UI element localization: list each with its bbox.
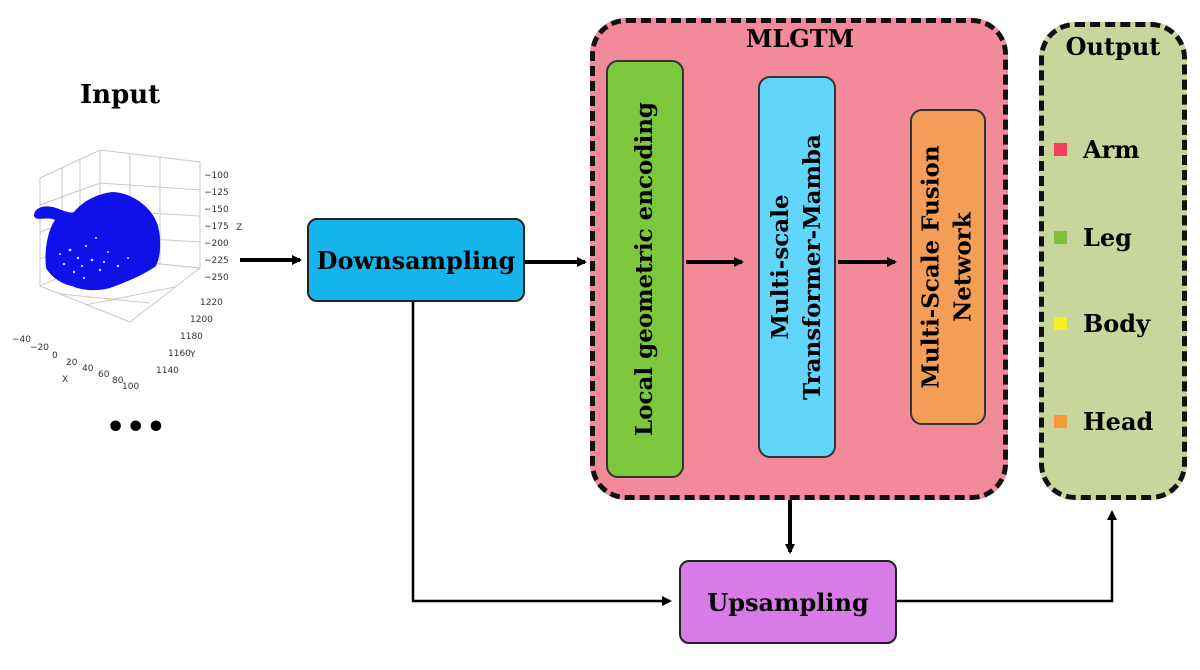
x-tick: 80 (112, 376, 124, 386)
body-swatch (1054, 316, 1067, 330)
local-geometric-encoding-block: Local geometric encoding (606, 60, 684, 478)
downsampling-label: Downsampling (316, 245, 516, 275)
legend-item-head: Head (1054, 406, 1153, 436)
legend-label-leg: Leg (1083, 222, 1132, 252)
local-encoding-label: Local geometric encoding (631, 101, 659, 437)
mamba-label-line2: Transformer-Mamba (799, 134, 826, 400)
legend-item-arm: Arm (1054, 134, 1140, 164)
more-inputs-ellipsis: ••• (106, 410, 167, 445)
downsampling-block: Downsampling (307, 218, 525, 302)
z-tick: −100 (204, 171, 229, 181)
y-axis-label: Y (189, 350, 196, 360)
x-tick: 40 (82, 364, 94, 374)
z-tick: −150 (204, 205, 229, 215)
arrow-upsampling-to-output (897, 510, 1117, 603)
x-tick: 20 (66, 358, 78, 368)
multi-scale-fusion-block: Multi-Scale Fusion Network (910, 109, 986, 425)
legend-label-head: Head (1083, 406, 1154, 436)
arm-swatch (1054, 142, 1067, 156)
z-tick: −225 (204, 256, 229, 266)
legend-label-arm: Arm (1083, 134, 1140, 164)
z-tick: −175 (204, 222, 229, 232)
fusion-label-line2: Network (950, 212, 977, 322)
y-tick: 1140 (156, 366, 179, 376)
legend-label-body: Body (1083, 308, 1151, 338)
transformer-mamba-block: Multi-scale Transformer-Mamba (758, 76, 836, 458)
output-title: Output (1065, 32, 1161, 61)
mlgtm-title: MLGTM (745, 24, 855, 53)
point-cloud (34, 192, 161, 291)
head-swatch (1054, 414, 1067, 428)
legend-item-leg: Leg (1054, 222, 1132, 252)
z-tick: −125 (204, 188, 229, 198)
x-tick: −40 (12, 335, 31, 345)
input-point-cloud-plot: −100 −125 −150 −175 −200 −225 −250 Z 122… (12, 150, 242, 390)
mamba-label-line1: Multi-scale (767, 194, 794, 340)
leg-swatch (1054, 230, 1067, 244)
y-tick: 1200 (190, 315, 213, 325)
x-tick: 100 (122, 382, 139, 390)
y-tick: 1160 (168, 349, 191, 359)
fusion-label-line1: Multi-Scale Fusion (918, 145, 945, 389)
y-tick: 1220 (200, 298, 223, 308)
z-axis-label: Z (236, 223, 242, 233)
x-tick: 0 (52, 351, 58, 361)
output-container (1039, 22, 1187, 500)
x-tick: 60 (98, 370, 110, 380)
x-axis-label: X (62, 375, 68, 385)
z-tick: −200 (204, 239, 229, 249)
legend-item-body: Body (1054, 308, 1150, 338)
y-tick: 1180 (180, 332, 203, 342)
upsampling-block: Upsampling (679, 560, 897, 644)
z-tick: −250 (204, 273, 229, 283)
upsampling-label: Upsampling (707, 587, 869, 617)
x-tick: −20 (30, 343, 49, 353)
input-title: Input (80, 80, 161, 110)
